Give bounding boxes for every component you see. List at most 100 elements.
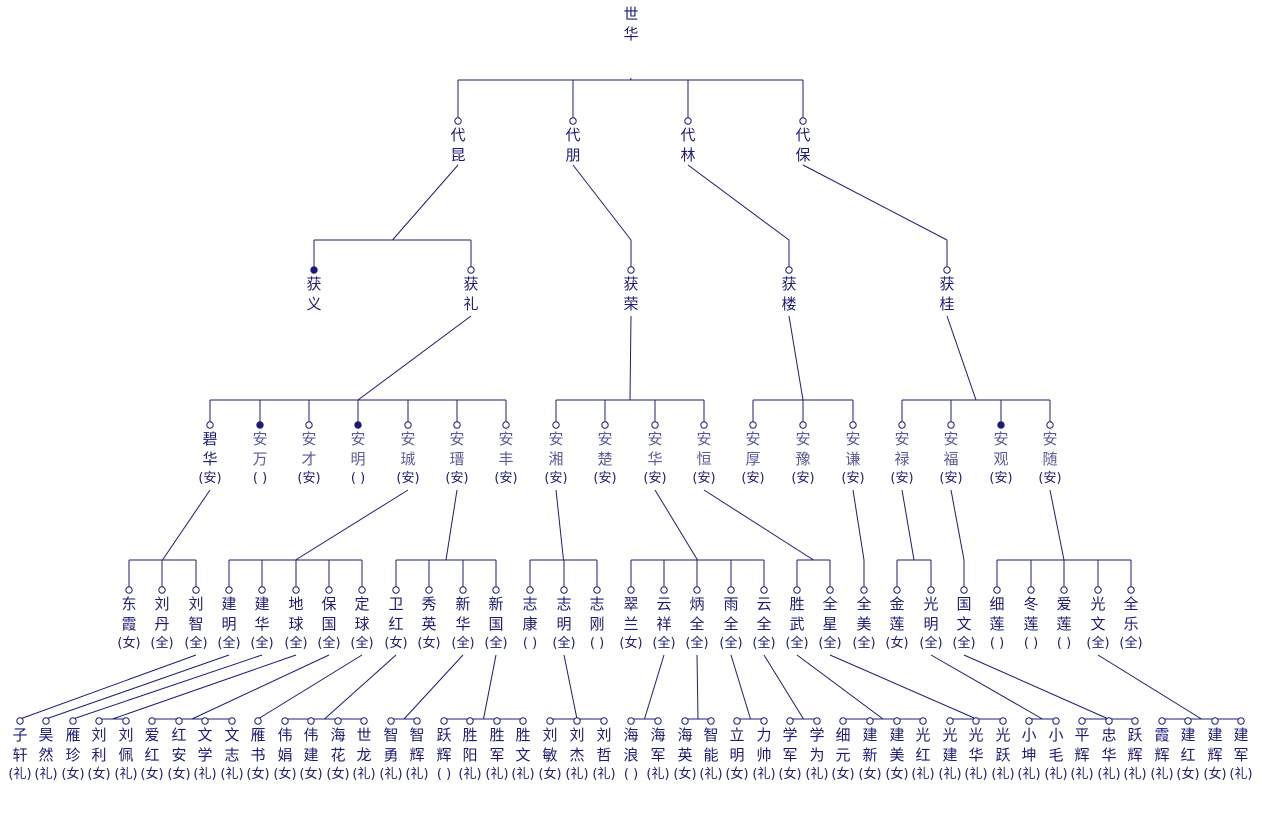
person-node: 安万( ) <box>246 429 274 489</box>
person-node: 世龙(礼) <box>350 725 378 785</box>
node-open-circle <box>1131 717 1139 725</box>
person-name-char: 红 <box>388 615 404 633</box>
person-node: 安恒(安) <box>690 429 718 489</box>
person-name-char: 爱 <box>144 726 160 744</box>
node-open-circle <box>839 717 847 725</box>
person-name-char: 海 <box>623 726 639 744</box>
person-name-char: 世 <box>356 726 372 744</box>
person-name-char: 红 <box>144 746 160 764</box>
person-name-char: 安 <box>301 430 317 448</box>
person-name-char: 莲 <box>1023 615 1039 633</box>
person-tag: (女) <box>417 636 441 651</box>
node-filled-dot <box>997 421 1005 429</box>
node-open-circle <box>813 717 821 725</box>
person-tag: ( ) <box>522 636 538 651</box>
node-open-circle <box>593 586 601 594</box>
person-name-char: 辉 <box>409 746 425 764</box>
person-tag: (女) <box>725 767 749 782</box>
person-node: 志明(全) <box>550 594 578 654</box>
person-node: 炳全(全) <box>683 594 711 654</box>
node-open-circle <box>1027 586 1035 594</box>
person-node: 伟娟(女) <box>271 725 299 785</box>
person-name-char: 敏 <box>542 746 558 764</box>
person-node: 刘利(女) <box>85 725 113 785</box>
node-open-circle <box>943 266 951 274</box>
person-tag: (礼) <box>379 767 403 782</box>
node-open-circle <box>947 421 955 429</box>
person-node: 霞辉(礼) <box>1148 725 1176 785</box>
person-name-char: 杰 <box>569 746 585 764</box>
person-tag: (安) <box>791 471 815 486</box>
person-name-char: 学 <box>782 726 798 744</box>
parent-link-line <box>802 164 948 241</box>
person-tag: (全) <box>752 636 776 651</box>
person-tag: (全) <box>284 636 308 651</box>
parent-link-line <box>191 654 330 720</box>
node-open-circle <box>254 717 262 725</box>
person-name-char: 智 <box>409 726 425 744</box>
person-tag: (礼) <box>1017 767 1041 782</box>
person-name-char: 利 <box>91 746 107 764</box>
node-open-circle <box>453 421 461 429</box>
person-name-char: 勇 <box>383 746 399 764</box>
person-node: 代保 <box>789 125 817 165</box>
parent-link-line <box>572 164 632 241</box>
node-open-circle <box>1127 586 1135 594</box>
person-tag: (女) <box>326 767 350 782</box>
person-tag: (女) <box>858 767 882 782</box>
person-tag: (安) <box>445 471 469 486</box>
person-tag: (礼) <box>911 767 935 782</box>
node-open-circle <box>466 717 474 725</box>
person-name-char: 光 <box>915 726 931 744</box>
person-name-char: 湘 <box>548 450 564 468</box>
person-name-char: 星 <box>822 615 838 633</box>
person-name-char: 福 <box>943 450 959 468</box>
person-tag: (全) <box>451 636 475 651</box>
person-name-char: 建 <box>221 595 237 613</box>
person-tag: (全) <box>719 636 743 651</box>
person-node: 金莲(女) <box>883 594 911 654</box>
person-name-char: 书 <box>250 746 266 764</box>
person-tag: (安) <box>396 471 420 486</box>
person-name-char: 万 <box>252 450 268 468</box>
node-open-circle <box>69 717 77 725</box>
node-open-circle <box>148 717 156 725</box>
node-open-circle <box>228 717 236 725</box>
person-node: 新国(全) <box>482 594 510 654</box>
parent-link-line <box>644 654 665 720</box>
person-name-char: 胜 <box>489 726 505 744</box>
person-name-char: 东 <box>121 595 137 613</box>
person-name-char: 智 <box>383 726 399 744</box>
person-node: 世华 <box>617 4 645 44</box>
person-tag: (礼) <box>34 767 58 782</box>
person-name-char: 学 <box>809 726 825 744</box>
node-open-circle <box>492 586 500 594</box>
person-tag: (女) <box>619 636 643 651</box>
person-name-char: 毛 <box>1048 746 1064 764</box>
parent-link-line <box>19 654 197 720</box>
person-name-char: 祥 <box>656 615 672 633</box>
person-node: 小坤(礼) <box>1015 725 1043 785</box>
person-tag: (女) <box>299 767 323 782</box>
person-node: 忠华(礼) <box>1095 725 1123 785</box>
person-name-char: 刘 <box>91 726 107 744</box>
person-node: 光明(全) <box>917 594 945 654</box>
node-open-circle <box>700 421 708 429</box>
person-name-char: 全 <box>822 595 838 613</box>
person-name-char: 跃 <box>995 746 1011 764</box>
node-open-circle <box>760 586 768 594</box>
person-node: 小毛(礼) <box>1042 725 1070 785</box>
person-node: 地球(全) <box>282 594 310 654</box>
person-name-char: 细 <box>989 595 1005 613</box>
node-open-circle <box>573 717 581 725</box>
person-name-char: 军 <box>1233 746 1249 764</box>
person-name-char: 安 <box>1042 430 1058 448</box>
person-tag: (女) <box>167 767 191 782</box>
node-open-circle <box>569 117 577 125</box>
node-open-circle <box>681 717 689 725</box>
parent-link-line <box>654 489 698 561</box>
person-name-char: 胜 <box>789 595 805 613</box>
person-name-char: 元 <box>835 746 851 764</box>
person-name-char: 珹 <box>400 450 416 468</box>
